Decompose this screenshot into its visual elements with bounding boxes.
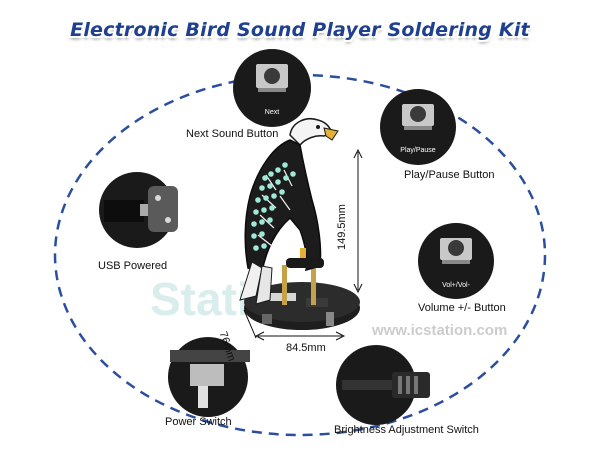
volume-callout: Vol+/Vol- bbox=[418, 223, 494, 299]
power-switch-callout bbox=[168, 337, 250, 417]
next-sound-button-label: Next Sound Button bbox=[186, 128, 279, 140]
next-button-callout: Next bbox=[233, 49, 311, 127]
brightness-callout bbox=[336, 345, 430, 425]
device-base bbox=[244, 282, 360, 330]
width-dimension: 84.5mm bbox=[286, 342, 326, 354]
dimension-height-line bbox=[353, 148, 363, 294]
power-switch-label: Power Switch bbox=[165, 416, 232, 428]
height-dimension: 149.5mm bbox=[336, 204, 348, 250]
volume-button-label: Volume +/- Button bbox=[418, 302, 506, 314]
brightness-switch-label: Brightness Adjustment Switch bbox=[334, 424, 479, 436]
eagle-board bbox=[239, 118, 339, 305]
next-button-text: Next bbox=[265, 109, 279, 116]
usb-powered-label: USB Powered bbox=[98, 260, 168, 272]
play-pause-callout: Play/Pause bbox=[380, 89, 456, 165]
led-array bbox=[251, 162, 296, 251]
dimension-depth-line bbox=[243, 309, 257, 339]
play-pause-button-label: Play/Pause Button bbox=[404, 169, 495, 181]
usb-callout bbox=[99, 172, 178, 248]
dimension-width-line bbox=[254, 331, 346, 341]
watermark-url: www.icstation.com bbox=[372, 322, 508, 339]
page-title: Electronic Bird Sound Player Soldering K… bbox=[70, 19, 530, 41]
volume-button-text: Vol+/Vol- bbox=[442, 282, 470, 289]
standoffs bbox=[282, 265, 316, 305]
play-pause-button-text: Play/Pause bbox=[400, 147, 436, 154]
